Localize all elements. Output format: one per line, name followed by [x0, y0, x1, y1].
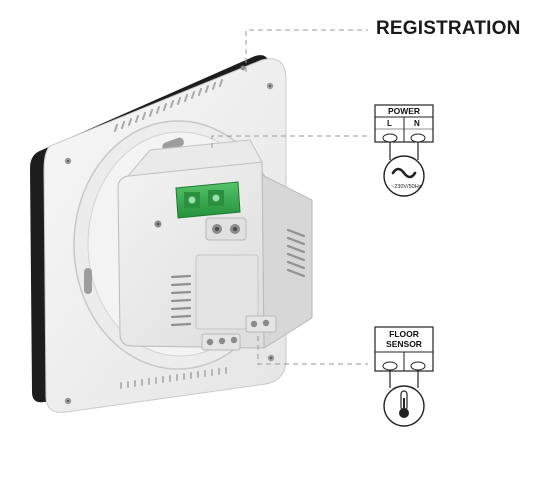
leader-lines: [211, 29, 368, 365]
terminal-l-label: L: [387, 119, 392, 128]
bottom-vent-slots: [120, 367, 227, 389]
sensor-label: SENSOR: [386, 339, 422, 349]
screw-icon: [64, 65, 275, 405]
top-vent-slots: [114, 79, 223, 132]
power-connector-green: [175, 181, 241, 219]
ac-source-icon: [383, 155, 425, 197]
voltage-label: ~230V/50Hz: [391, 184, 422, 190]
thermometer-icon: [383, 385, 425, 427]
terminal-n-label: N: [414, 119, 420, 128]
bottom-terminal-row: [201, 315, 277, 351]
floor-sensor-terminal-block: [374, 326, 434, 388]
terminal-screws: [205, 217, 247, 241]
power-terminal-block: [374, 104, 434, 160]
power-label: POWER: [387, 106, 421, 116]
floor-label: FLOOR: [389, 329, 419, 339]
registration-title: REGISTRATION: [376, 18, 521, 39]
